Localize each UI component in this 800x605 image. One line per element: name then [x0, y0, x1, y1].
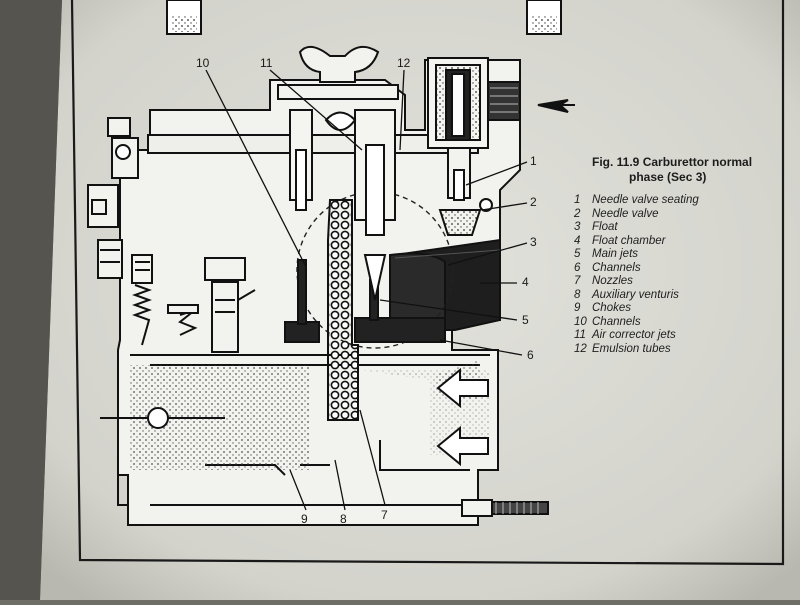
callout-5: 5 [522, 313, 529, 327]
air-flow-arrows [436, 367, 489, 467]
wing-nut [277, 45, 399, 100]
caption-subtitle: phase (Sec 3) [629, 170, 707, 184]
page-shadow [0, 0, 62, 600]
fuel-inlet [427, 57, 575, 149]
leader-lines [205, 69, 528, 511]
throttle-spindle [100, 407, 225, 429]
throttle-linkage [87, 117, 139, 279]
caption-title: Fig. 11.9 Carburettor normal [592, 155, 753, 169]
figure-frame [70, 0, 785, 566]
callout-1: 1 [530, 154, 537, 168]
accelerator-pump [167, 257, 256, 353]
stud-bolt [461, 499, 549, 517]
bead-channel [327, 199, 359, 421]
idle-screw [131, 254, 153, 346]
callout-8: 8 [340, 512, 347, 526]
callout-2: 2 [530, 195, 537, 209]
top-blocks [166, 0, 562, 35]
callout-3: 3 [530, 235, 537, 249]
callout-11: 11 [260, 56, 273, 70]
callout-10: 10 [196, 56, 210, 70]
callout-9: 9 [301, 512, 308, 526]
callout-4: 4 [522, 275, 529, 289]
figure-caption: Fig. 11.9 Carburettor normal phase (Sec … [592, 155, 792, 185]
callout-7: 7 [381, 508, 388, 522]
callout-6: 6 [527, 348, 534, 362]
emulsion-tubes [289, 109, 396, 301]
callout-12: 12 [397, 56, 411, 70]
needle-valve [438, 147, 493, 236]
float-chamber [296, 191, 501, 349]
venturi-spray [130, 360, 490, 470]
